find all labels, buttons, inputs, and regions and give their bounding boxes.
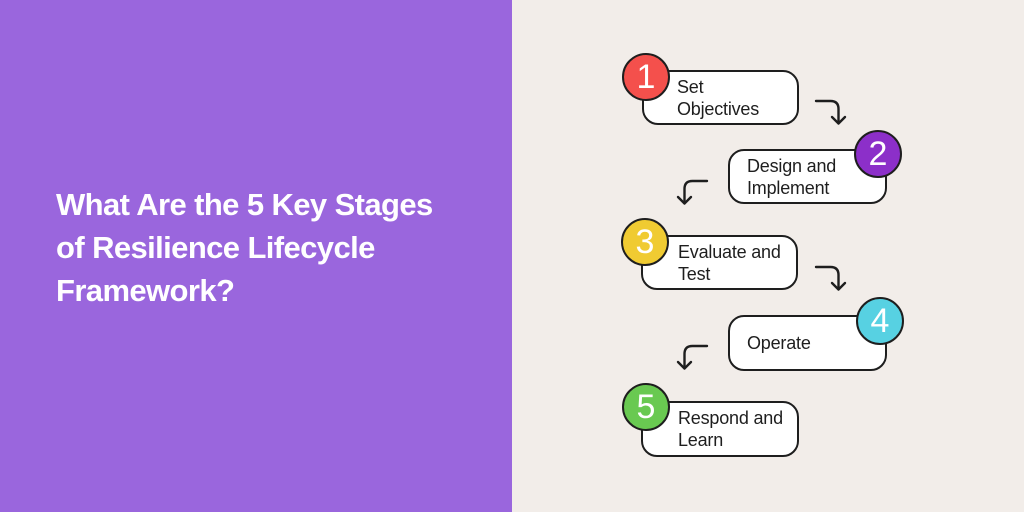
stage-label-line: Learn (678, 430, 724, 450)
arrow-down-left-icon (676, 179, 709, 205)
stage-label-line: Evaluate and (678, 241, 781, 262)
arrow-down-right-icon (814, 265, 847, 291)
stage-number-badge-2: 2 (854, 130, 902, 178)
stage-label-line: Design and (747, 155, 837, 176)
stage-number-badge-1: 1 (622, 53, 670, 101)
arrow-down-left-icon (676, 344, 709, 370)
stage-label-line: Operate (747, 333, 811, 353)
stage-box-evaluate-test: Evaluate and Test (641, 235, 798, 290)
title-line-2: of Resilience Lifecycle (56, 230, 375, 265)
stage-label-line: Objectives (677, 98, 760, 119)
stage-number-badge-3: 3 (621, 218, 669, 266)
stage-label-line: Set (677, 76, 704, 97)
stage-number: 5 (636, 388, 656, 426)
stage-number-badge-5: 5 (622, 383, 670, 431)
title-line-3: Framework? (56, 273, 235, 308)
title-line-1: What Are the 5 Key Stages (56, 187, 433, 222)
stage-number: 3 (635, 223, 655, 261)
arrow-down-right-icon (814, 99, 847, 125)
stage-label-line: Respond and (678, 408, 783, 428)
stage-number: 4 (870, 302, 890, 340)
stage-number: 2 (868, 135, 888, 173)
stage-label-line: Implement (747, 177, 830, 198)
stage-box-operate: Operate (728, 315, 887, 371)
stage-label-line: Test (678, 263, 711, 284)
page-title: What Are the 5 Key Stages of Resilience … (56, 183, 506, 312)
stage-number-badge-4: 4 (856, 297, 904, 345)
title-panel: What Are the 5 Key Stages of Resilience … (0, 0, 512, 512)
stage-number: 1 (636, 58, 656, 96)
